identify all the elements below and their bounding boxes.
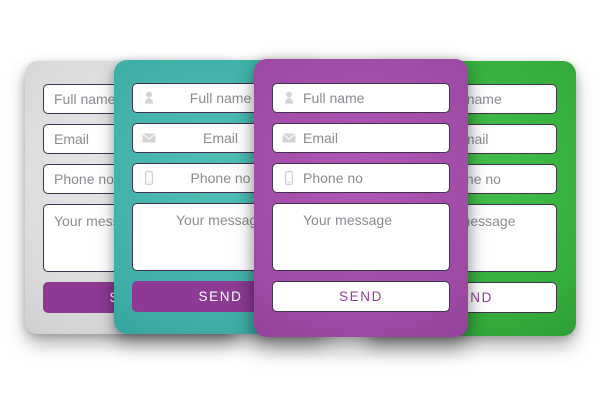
- phone-field: [272, 163, 450, 193]
- message-input[interactable]: [273, 204, 449, 270]
- message-field: [272, 203, 450, 271]
- email-field: [272, 123, 450, 153]
- full-name-input[interactable]: [273, 84, 449, 112]
- contact-card-purple: SEND: [254, 59, 468, 337]
- email-input[interactable]: [273, 124, 449, 152]
- phone-input[interactable]: [273, 164, 449, 192]
- full-name-field: [272, 83, 450, 113]
- send-button[interactable]: SEND: [272, 281, 450, 312]
